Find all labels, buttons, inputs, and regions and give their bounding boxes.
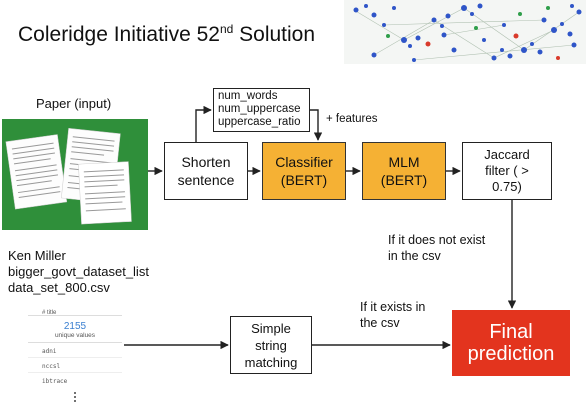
final-prediction-box: Final prediction <box>452 310 570 376</box>
shorten-sentence-box: Shorten sentence <box>164 142 248 200</box>
jaccard-filter-label: Jaccard filter ( > 0.75) <box>484 147 530 194</box>
csv-thumb-count-label: unique values <box>54 332 96 339</box>
jaccard-filter-box: Jaccard filter ( > 0.75) <box>462 142 552 200</box>
csv-thumb-row: nccsl <box>42 363 61 370</box>
mlm-label: MLM (BERT) <box>380 154 428 188</box>
exists-label: If it exists in the csv <box>360 300 426 330</box>
csv-line-3: data_set_800.csv <box>8 280 110 295</box>
paper-documents-image <box>2 119 148 230</box>
csv-line-1: Ken Miller <box>8 248 66 263</box>
classifier-label: Classifier (BERT) <box>275 154 333 188</box>
simple-string-matching-box: Simple string matching <box>230 316 312 374</box>
csv-thumb-row: adni <box>42 348 57 355</box>
feature-num-uppercase: num_uppercase <box>218 103 301 115</box>
shorten-sentence-label: Shorten sentence <box>177 154 235 188</box>
continuation-dots <box>74 392 76 402</box>
simple-string-matching-label: Simple string matching <box>244 320 298 370</box>
paper-pages-icon <box>5 128 132 225</box>
final-prediction-label: Final prediction <box>467 321 555 365</box>
arrow-shorten-to-features <box>195 105 212 142</box>
classifier-box: Classifier (BERT) <box>262 142 346 200</box>
feature-uppercase-ratio: uppercase_ratio <box>218 116 301 128</box>
mlm-box: MLM (BERT) <box>362 142 446 200</box>
csv-thumb-count: 2155 <box>63 321 87 332</box>
feature-num-words: num_words <box>218 90 278 102</box>
csv-line-2: bigger_govt_dataset_list <box>8 264 149 279</box>
csv-thumb-header: # title <box>42 310 57 316</box>
csv-thumb-row: ibtrace <box>42 378 68 385</box>
features-box: num_words num_uppercase uppercase_ratio <box>213 88 310 132</box>
plus-features-label: + features <box>326 113 378 125</box>
not-exist-label: If it does not exist in the csv <box>388 233 486 263</box>
page-title: Coleridge Initiative 52nd Solution <box>18 22 316 46</box>
arrow-features-to-classifier <box>310 109 323 141</box>
network-graph-image <box>344 0 586 64</box>
csv-thumbnail: # title 2155 unique values adni nccsl ib… <box>28 306 122 392</box>
paper-input-label: Paper (input) <box>36 96 112 111</box>
